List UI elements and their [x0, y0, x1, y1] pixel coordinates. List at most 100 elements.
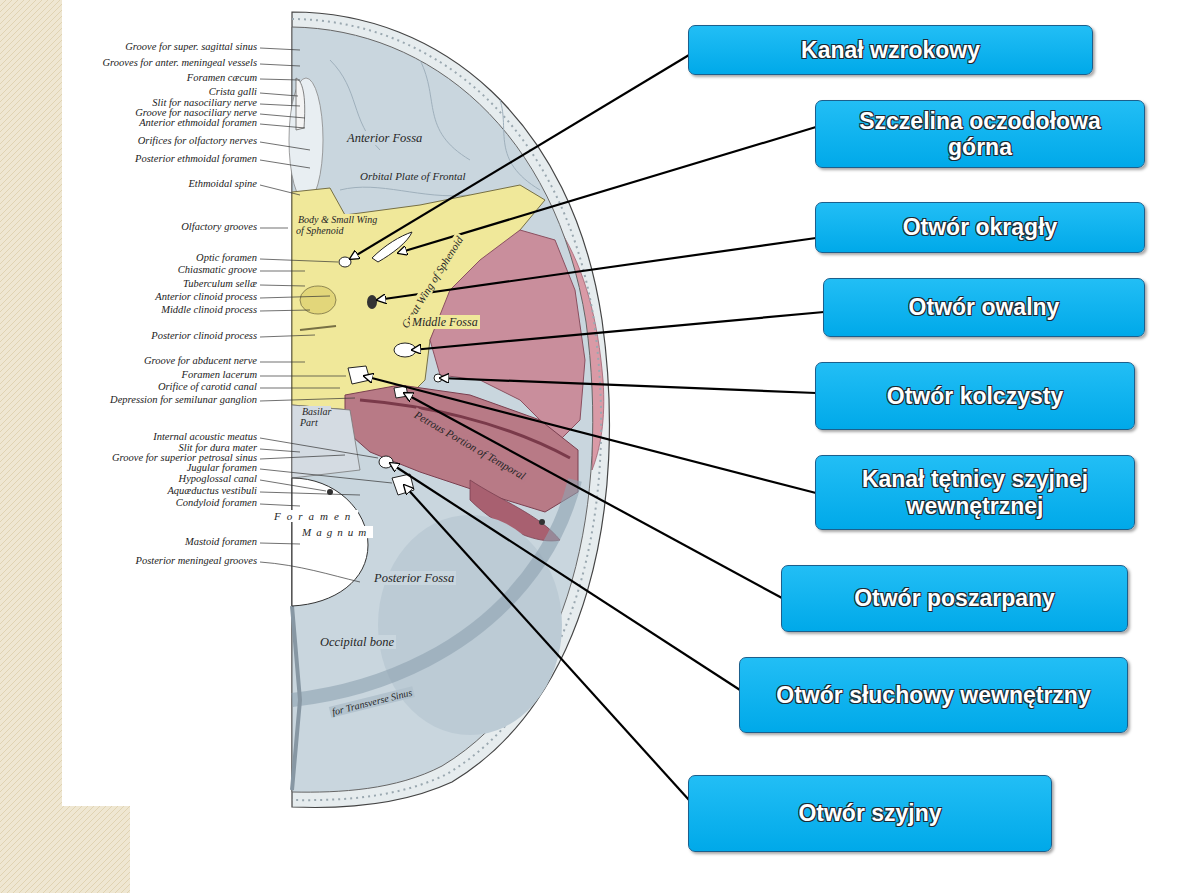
part-label: Aquæductus vestibuli — [167, 485, 257, 497]
region-label: Orbital Plate of Frontal — [358, 170, 468, 182]
part-label: Mastoid foramen — [185, 536, 257, 547]
part-label: Groove for superior petrosal sinus — [112, 452, 257, 463]
part-label: Orifices for olfactory nerves — [138, 135, 257, 146]
region-label: Basilar Part — [300, 406, 331, 428]
leader-line — [260, 543, 300, 544]
part-label: Posterior ethmoidal foramen — [135, 153, 257, 165]
leader-line — [260, 398, 355, 401]
leader-line — [260, 455, 345, 459]
leader-line — [260, 114, 305, 118]
callout-box: Kanał tętnicy szyjnej wewnętrznej — [815, 455, 1135, 530]
part-label: Groove for super. sagittal sinus — [125, 41, 257, 53]
part-label: Optic foramen — [196, 252, 257, 263]
part-label: Condyloid foramen — [176, 497, 257, 509]
callout-label: Kanał wzrokowy — [801, 37, 980, 63]
part-label: Ethmoidal spine — [188, 178, 257, 189]
pointer-line — [404, 485, 689, 800]
part-label: Slit for dura mater — [179, 442, 257, 453]
part-label: Hypoglossal canal — [179, 473, 257, 484]
part-label: Posterior meningeal grooves — [135, 555, 257, 567]
pointer-line — [350, 55, 689, 259]
part-label: Slit for dura mater — [179, 442, 257, 454]
basilar-part — [292, 405, 360, 478]
part-label: Groove for superior petrosal sinus — [112, 452, 257, 464]
figure-panel — [62, 0, 620, 806]
part-label: Jugular foramen — [187, 462, 257, 474]
optic-foramen — [339, 257, 351, 267]
region-label: Body & Small Wing of Sphenoid — [296, 214, 377, 236]
callout-box: Otwór kolczysty — [815, 362, 1135, 430]
region-label: Orbital Plate of Frontal — [358, 170, 468, 182]
leader-line — [260, 362, 305, 363]
orbital-ridges — [330, 60, 540, 196]
leader-line — [260, 259, 338, 262]
part-label: Aquæductus vestibuli — [167, 485, 257, 496]
region-label: Posterior Fossa — [372, 572, 456, 586]
callout-box: Otwór okrągły — [815, 202, 1145, 253]
foramen-rotundum — [367, 295, 377, 309]
part-label: Jugular foramen — [187, 462, 257, 473]
part-label: Foramen lacerum — [181, 369, 257, 380]
part-label: Orifice of carotid canal — [158, 381, 257, 393]
region-label: Occipital bone — [318, 636, 396, 650]
region-label: Foramen — [272, 510, 358, 522]
leader-line — [260, 388, 340, 389]
part-label: Orifice of carotid canal — [158, 381, 257, 392]
part-label: Tuberculum sellæ — [183, 278, 257, 289]
part-label: Mastoid foramen — [185, 536, 257, 548]
part-label: Crista galli — [209, 86, 257, 98]
part-label: Middle clinoid process — [161, 304, 257, 316]
callout-label: Otwór owalny — [909, 294, 1060, 320]
part-label: Groove for nasociliary nerve — [135, 107, 257, 118]
part-label: Slit for nasociliary nerve — [152, 97, 257, 108]
part-label: Posterior meningeal grooves — [135, 555, 257, 566]
leader-line — [260, 376, 346, 377]
pointer-line — [364, 376, 816, 493]
leader-line — [260, 335, 315, 337]
leader-line — [260, 480, 326, 491]
carotid-orifice — [348, 366, 370, 384]
orbital-fissure — [372, 232, 412, 262]
part-label: Anterior ethmoidal foramen — [139, 117, 257, 128]
leader-line — [260, 124, 305, 128]
leader-line — [260, 562, 360, 582]
callout-box: Otwór poszarpany — [781, 565, 1128, 632]
region-label: Magnum — [300, 526, 373, 538]
leader-line — [260, 79, 300, 80]
leader-line — [260, 504, 300, 506]
petrous-temporal — [345, 385, 578, 512]
part-label: Anterior clinoid process — [155, 291, 257, 302]
fossa-surface — [292, 27, 593, 792]
leader-line — [260, 64, 300, 66]
part-label: Groove for abducent nerve — [144, 355, 257, 367]
callout-label: Otwór poszarpany — [854, 585, 1055, 611]
part-label: Anterior ethmoidal foramen — [139, 117, 257, 129]
callout-box: Szczelina oczodołowa górna — [815, 100, 1145, 168]
part-label: Groove for super. sagittal sinus — [125, 41, 257, 52]
part-label: Ethmoidal spine — [188, 178, 257, 190]
leader-line — [260, 285, 305, 286]
leader-line — [260, 438, 378, 458]
region-label: Middle Fossa — [410, 315, 480, 329]
region-label: Basilar Part — [300, 406, 344, 428]
leader-line — [260, 104, 300, 106]
region-label: Foramen — [272, 510, 358, 522]
dorsum-sellae — [300, 326, 336, 330]
leader-line — [260, 449, 300, 452]
part-label: Grooves for anter. meningeal vessels — [103, 57, 257, 68]
callout-box: Kanał wzrokowy — [688, 25, 1093, 75]
part-label: Posterior clinoid process — [151, 330, 257, 342]
part-label: Tuberculum sellæ — [183, 278, 257, 290]
callout-label: Szczelina oczodołowa górna — [826, 108, 1134, 161]
callout-box: Otwór szyjny — [688, 775, 1052, 852]
part-label: Condyloid foramen — [176, 497, 257, 508]
part-label: Groove for nasociliary nerve — [135, 107, 257, 119]
foramen-magnum — [292, 478, 368, 606]
occipital-crest — [292, 606, 300, 790]
leader-line — [260, 492, 360, 495]
leader-line — [260, 310, 310, 311]
part-label: Middle clinoid process — [161, 304, 257, 315]
leader-line — [260, 228, 288, 229]
region-label: Middle Fossa — [410, 316, 480, 329]
callout-label: Otwór kolczysty — [887, 383, 1063, 409]
